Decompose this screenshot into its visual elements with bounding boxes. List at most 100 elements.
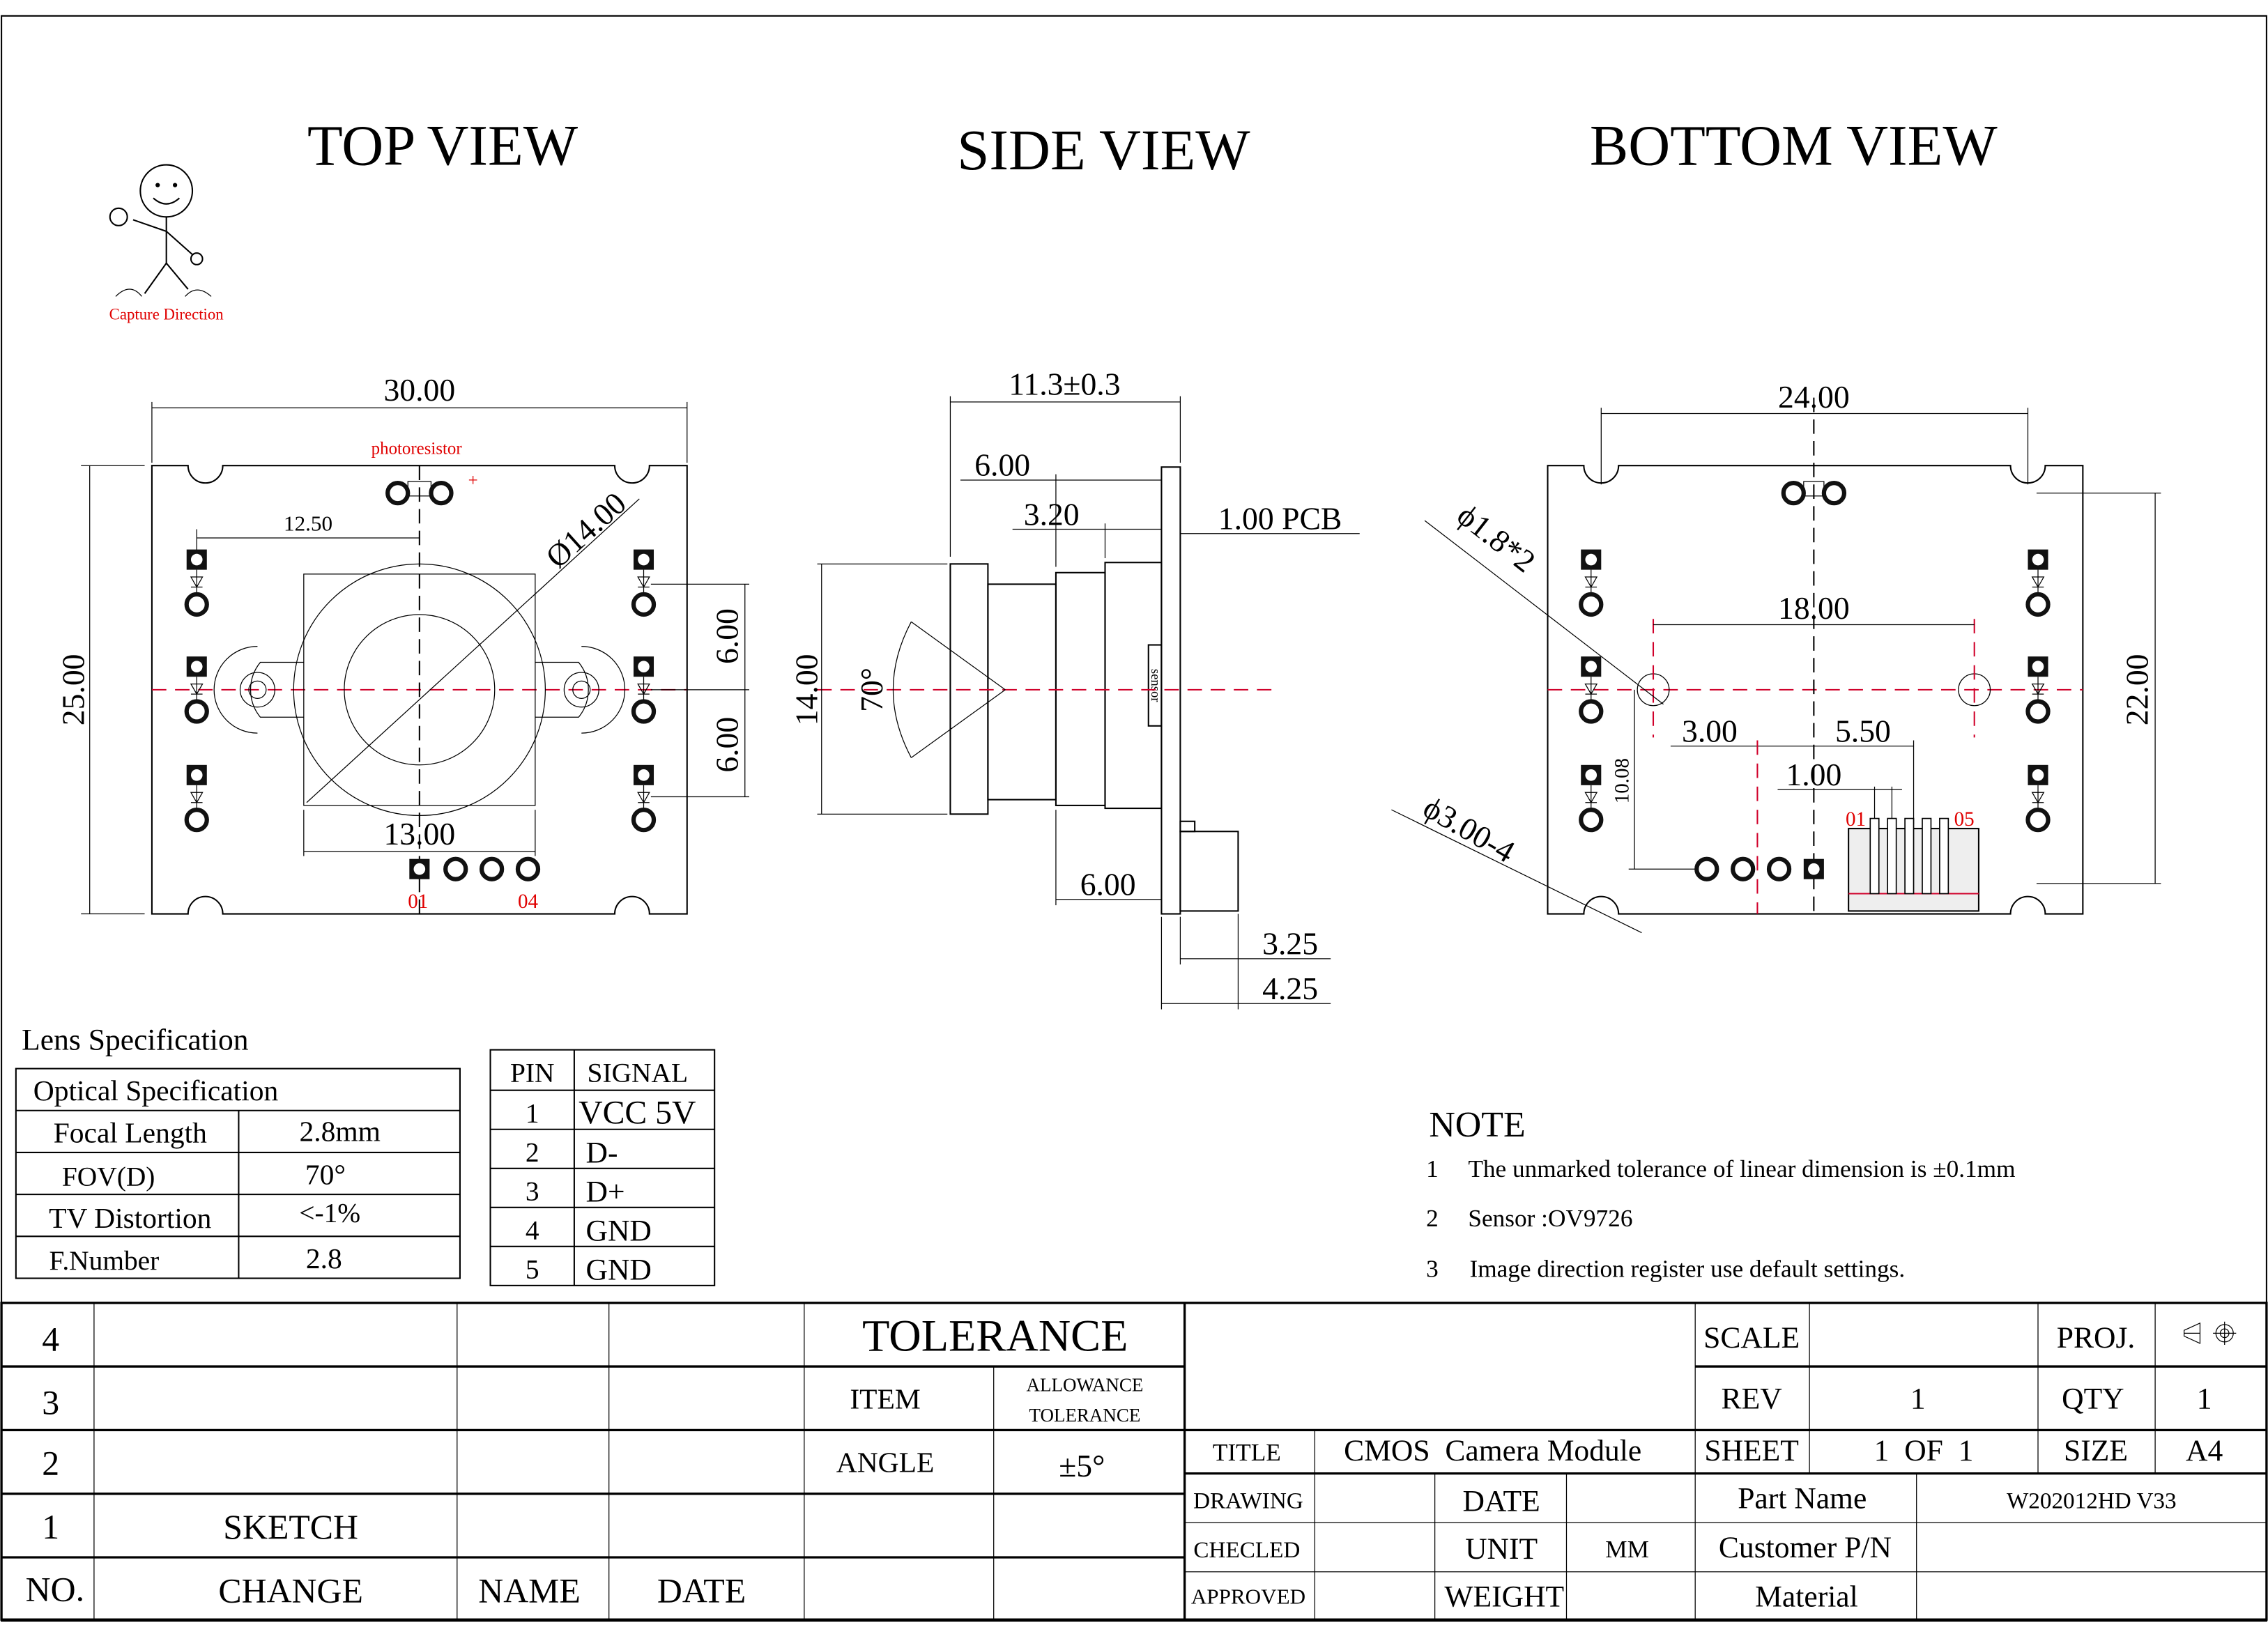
signal-header: SIGNAL — [588, 1057, 688, 1088]
pin-header: PIN — [510, 1057, 555, 1088]
tolerance-allowance-header: ALLOWANCE — [1027, 1374, 1144, 1395]
pin-number: 2 — [526, 1136, 539, 1167]
round-pad — [2025, 808, 2051, 833]
side-view-title: SIDE VIEW — [957, 118, 1250, 182]
lens-spec-value: 70° — [305, 1159, 346, 1191]
pad-hole — [638, 769, 650, 781]
round-pad — [631, 808, 657, 833]
lens-spec-label: F.Number — [49, 1245, 160, 1276]
diode-icon — [1584, 569, 1598, 594]
total-length-dimension: 11.3±0.3 — [1009, 367, 1120, 402]
note-text: Sensor :OV9726 — [1468, 1205, 1632, 1232]
note-text: The unmarked tolerance of linear dimensi… — [1468, 1155, 2015, 1182]
title-block: 4 3 2 1 SKETCH NO. CHANGE NAME DATE TOLE… — [0, 1302, 2268, 1621]
diode-icon — [1584, 785, 1598, 810]
date-label: DATE — [1462, 1485, 1540, 1518]
pad-hole — [190, 661, 203, 672]
connector-pin — [1869, 817, 1880, 895]
pad-hole — [1585, 661, 1597, 672]
bottom-pin-first-label: 01 — [1846, 808, 1866, 831]
round-pad — [631, 699, 657, 724]
pcb-thickness-dimension: 1.00 PCB — [1218, 501, 1342, 537]
bottom-dim-3-00: 3.00 — [1682, 714, 1738, 749]
pin-number: 3 — [526, 1176, 539, 1206]
note-number: 3 — [1426, 1255, 1439, 1282]
pad-hole — [190, 553, 203, 566]
top-spacing-b: 6.00 — [709, 717, 744, 773]
notes: NOTE 1 The unmarked tolerance of linear … — [1426, 1105, 2015, 1282]
customer-pn-label: Customer P/N — [1719, 1531, 1892, 1564]
corner-notch-callout: ϕ3.00-4 — [1418, 789, 1522, 870]
pad-hole — [638, 553, 650, 566]
lens-outer — [293, 563, 546, 817]
bottom-width-dimension: 24.00 — [1778, 379, 1850, 415]
unit-label: UNIT — [1465, 1532, 1538, 1566]
lens-diameter-dimension: Ø14.00 — [539, 485, 633, 575]
bottom-view-title: BOTTOM VIEW — [1590, 114, 1998, 178]
connector-pins — [1869, 817, 1949, 895]
diode-icon — [1584, 677, 1598, 702]
round-pad — [184, 699, 209, 724]
proj-label: PROJ. — [2057, 1321, 2136, 1355]
diode-icon — [637, 569, 650, 594]
revision-row-number: 2 — [42, 1444, 59, 1483]
tolerance-allowance-header-2: TOLERANCE — [1029, 1405, 1141, 1426]
note-text: Image direction register use default set… — [1469, 1255, 1905, 1282]
bottom-height-dimension: 22.00 — [2120, 654, 2155, 726]
lens-holder — [303, 573, 536, 806]
bottom-view: 24.00 18.00 22.00 3.00 5.50 1.00 10.08 0… — [1391, 379, 2161, 934]
header-date: DATE — [657, 1571, 746, 1610]
lens-spec-value: <-1% — [299, 1198, 360, 1228]
lens-spec-label: FOV(D) — [62, 1162, 155, 1192]
pin-signal: GND — [585, 1215, 651, 1248]
notes-title: NOTE — [1429, 1105, 1525, 1145]
pin-signal: D+ — [585, 1176, 625, 1209]
diode-icon — [2031, 569, 2045, 594]
size-label: SIZE — [2064, 1434, 2128, 1467]
pin-number: 1 — [526, 1097, 539, 1128]
lens-spec-label: TV Distortion — [49, 1202, 212, 1234]
title-value: CMOS Camera Module — [1344, 1434, 1641, 1467]
qty-value: 1 — [2197, 1382, 2212, 1415]
lens-spec-table: Optical Specification Focal Length 2.8mm… — [15, 1068, 461, 1279]
fov-angle: 70° — [854, 668, 889, 712]
rev-label: REV — [1722, 1382, 1782, 1415]
tolerance-angle-label: ANGLE — [836, 1447, 935, 1479]
revision-change: SKETCH — [223, 1508, 358, 1546]
diode-icon — [2031, 677, 2045, 702]
approved-label: APPROVED — [1191, 1584, 1305, 1608]
diode-icon — [190, 677, 204, 702]
connector-pin — [1887, 817, 1897, 895]
sensor-label: sensor — [1148, 669, 1163, 702]
pin-table: PIN SIGNAL 1 VCC 5V 2 D- 3 D+ 4 GND 5 GN… — [489, 1049, 716, 1287]
pad-hole — [1585, 553, 1597, 566]
lens-spec-header: Optical Specification — [33, 1074, 279, 1107]
holder-width-dimension: 13.00 — [383, 816, 455, 851]
top-offset-dimension: 12.50 — [284, 511, 332, 536]
header-name: NAME — [478, 1571, 581, 1610]
connector-pin — [1922, 817, 1932, 895]
pin-number: 5 — [526, 1254, 539, 1284]
led-pads — [1579, 549, 2051, 833]
bottom-pin-last-label: 05 — [1954, 808, 1975, 831]
connector-pin — [1939, 817, 1949, 895]
material-label: Material — [1755, 1580, 1858, 1614]
lens-spec-title: Lens Specification — [22, 1024, 249, 1057]
pin-number: 4 — [526, 1215, 539, 1245]
side-dim-6-bottom: 6.00 — [1080, 867, 1136, 902]
title-label: TITLE — [1213, 1439, 1281, 1466]
projection-symbol-icon — [2183, 1321, 2237, 1345]
lens-height-dimension: 14.00 — [789, 654, 825, 726]
weight-label: WEIGHT — [1444, 1580, 1564, 1614]
lens-barrel — [987, 583, 1057, 801]
part-name-value: W202012HD V33 — [2007, 1488, 2177, 1513]
scale-label: SCALE — [1703, 1321, 1800, 1355]
pad-hole — [2032, 769, 2044, 781]
pin-signal: GND — [585, 1254, 651, 1287]
round-pad — [631, 592, 657, 617]
capture-direction-label: Capture Direction — [109, 306, 224, 323]
side-view: sensor 14.00 70° 11.3±0.3 6.00 3.20 1.00… — [789, 367, 1360, 1010]
header-no: NO. — [26, 1570, 84, 1608]
diode-icon — [637, 785, 650, 810]
